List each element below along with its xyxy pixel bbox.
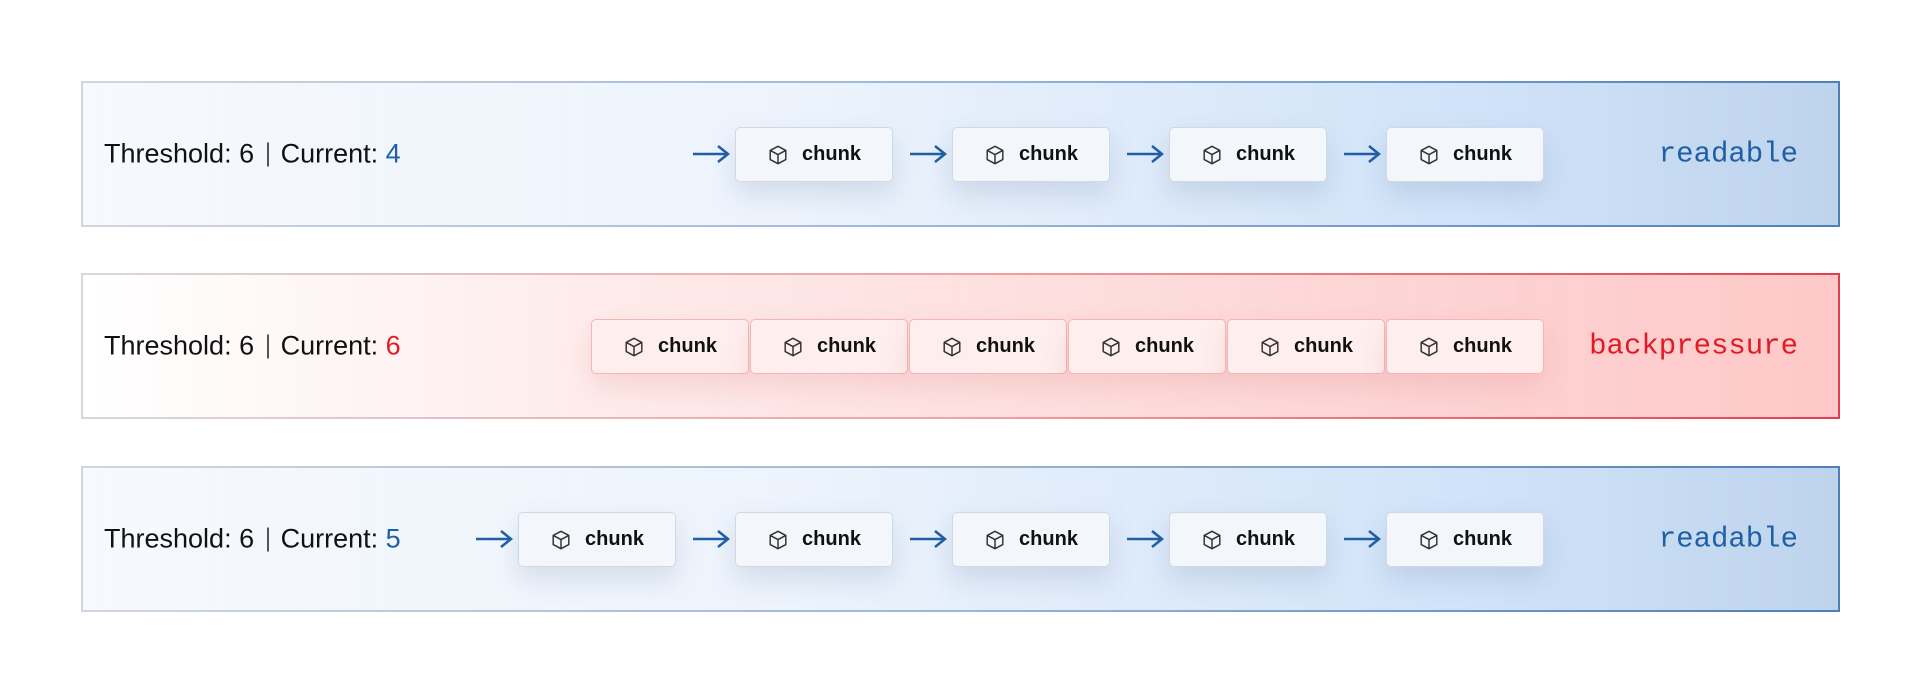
current-label: Current: — [280, 138, 379, 169]
row-label: Threshold: 6 Current: 6 — [104, 331, 401, 362]
chunk-label: chunk — [658, 335, 717, 357]
cube-icon — [986, 145, 1004, 164]
chunk-block: chunk — [1169, 512, 1327, 567]
cube-icon — [769, 530, 787, 549]
current-label: Current: — [280, 330, 379, 361]
chunk-block: chunk — [1068, 319, 1226, 374]
current-value: 6 — [385, 330, 401, 361]
cube-icon — [1203, 145, 1221, 164]
current-label: Current: — [280, 523, 379, 554]
cube-icon — [1420, 337, 1438, 356]
threshold-label: Threshold: 6 — [104, 330, 255, 361]
chunk-block: chunk — [1386, 127, 1544, 182]
chunk-label: chunk — [1453, 528, 1512, 550]
chunk-label: chunk — [1236, 528, 1295, 550]
chunk-block: chunk — [1386, 512, 1544, 567]
chunk-block: chunk — [1169, 127, 1327, 182]
cube-icon — [552, 530, 570, 549]
chunk-block: chunk — [952, 512, 1110, 567]
cube-icon — [1102, 337, 1120, 356]
chunk-label: chunk — [1135, 335, 1194, 357]
queue-row-2: Threshold: 6 Current: 6 chunk chunk chun… — [81, 273, 1840, 419]
cube-icon — [769, 145, 787, 164]
chunk-block: chunk — [518, 512, 676, 567]
separator — [267, 142, 269, 166]
chunk-label: chunk — [1236, 143, 1295, 165]
row-label: Threshold: 6 Current: 4 — [104, 139, 401, 170]
threshold-label: Threshold: 6 — [104, 138, 255, 169]
status-label: backpressure — [1589, 329, 1798, 363]
chunk-label: chunk — [1453, 335, 1512, 357]
chunk-block: chunk — [1386, 319, 1544, 374]
row-label: Threshold: 6 Current: 5 — [104, 524, 401, 555]
chunk-label: chunk — [1019, 143, 1078, 165]
arrow-right-icon — [1344, 145, 1382, 163]
chunk-label: chunk — [1019, 528, 1078, 550]
cube-icon — [986, 530, 1004, 549]
cube-icon — [1261, 337, 1279, 356]
cube-icon — [943, 337, 961, 356]
chunk-block: chunk — [1227, 319, 1385, 374]
arrow-right-icon — [693, 530, 731, 548]
chunk-label: chunk — [802, 143, 861, 165]
cube-icon — [1420, 530, 1438, 549]
chunk-block: chunk — [952, 127, 1110, 182]
chunk-label: chunk — [817, 335, 876, 357]
status-label: readable — [1658, 522, 1798, 556]
chunk-block: chunk — [909, 319, 1067, 374]
arrow-right-icon — [910, 530, 948, 548]
current-value: 5 — [385, 523, 401, 554]
arrow-right-icon — [1344, 530, 1382, 548]
separator — [267, 334, 269, 358]
cube-icon — [784, 337, 802, 356]
chunk-block: chunk — [591, 319, 749, 374]
chunk-label: chunk — [802, 528, 861, 550]
chunk-label: chunk — [1453, 143, 1512, 165]
current-value: 4 — [385, 138, 401, 169]
arrow-right-icon — [1127, 530, 1165, 548]
arrow-right-icon — [1127, 145, 1165, 163]
separator — [267, 527, 269, 551]
queue-row-1: Threshold: 6 Current: 4 chunk chunk chun… — [81, 81, 1840, 227]
chunk-block: chunk — [735, 127, 893, 182]
cube-icon — [625, 337, 643, 356]
chunk-block: chunk — [735, 512, 893, 567]
cube-icon — [1420, 145, 1438, 164]
arrow-right-icon — [476, 530, 514, 548]
threshold-label: Threshold: 6 — [104, 523, 255, 554]
chunk-label: chunk — [585, 528, 644, 550]
cube-icon — [1203, 530, 1221, 549]
chunk-label: chunk — [976, 335, 1035, 357]
status-label: readable — [1658, 137, 1798, 171]
chunk-block: chunk — [750, 319, 908, 374]
arrow-right-icon — [693, 145, 731, 163]
chunk-label: chunk — [1294, 335, 1353, 357]
queue-row-3: Threshold: 6 Current: 5 chunk chunk chun… — [81, 466, 1840, 612]
arrow-right-icon — [910, 145, 948, 163]
